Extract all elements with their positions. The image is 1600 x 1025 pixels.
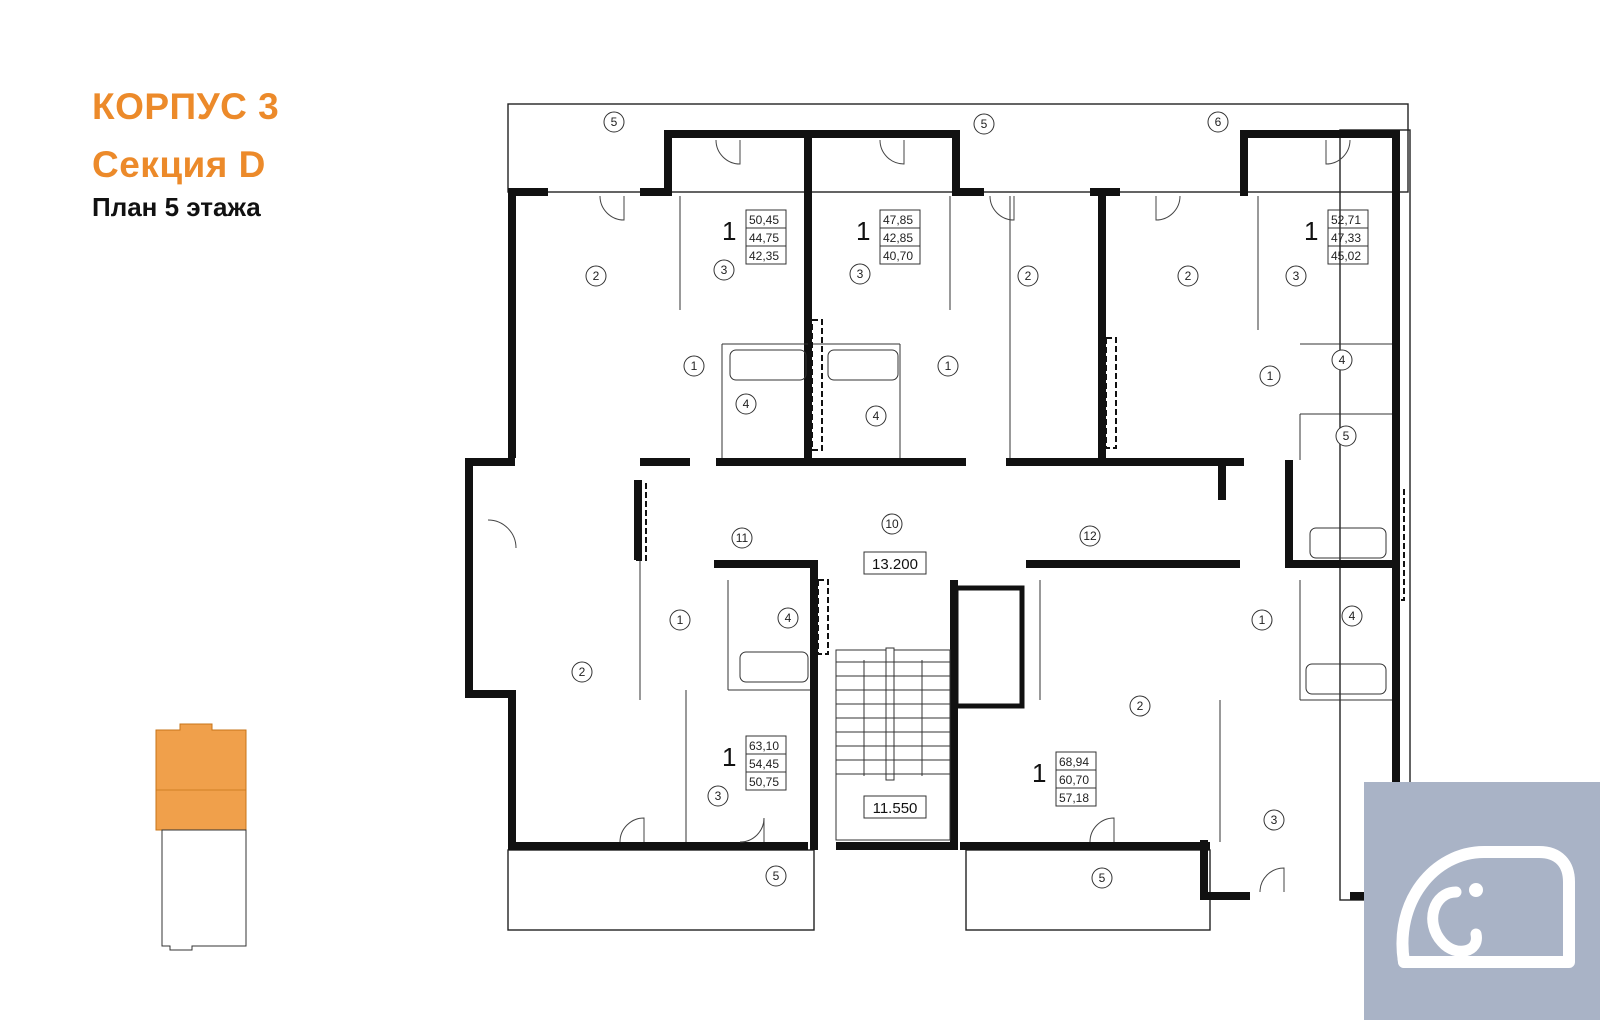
apartment-rooms: 1: [856, 216, 870, 246]
room-number: 1: [691, 359, 698, 373]
living-area: 47,33: [1331, 231, 1361, 245]
room-number: 2: [1185, 269, 1192, 283]
apartment-label-3: 1 52,71 47,33 45,02: [1304, 209, 1369, 265]
room-number: 4: [743, 397, 750, 411]
balcony-number: 5: [611, 115, 618, 129]
key-plan-section-d: [155, 723, 247, 831]
balcony-labels: 5 5 6 5 5: [603, 111, 1229, 889]
room-number: 1: [677, 613, 684, 627]
staircase: [835, 647, 951, 841]
key-plan: [155, 723, 247, 951]
room-number: 4: [1339, 353, 1346, 367]
room-number: 10: [885, 517, 899, 531]
apartment-rooms: 1: [722, 742, 736, 772]
room-number: 2: [579, 665, 586, 679]
apartment-label-5: 1 68,94 60,70 57,18: [1032, 751, 1097, 807]
total-area: 68,94: [1059, 755, 1089, 769]
room-number: 2: [1025, 269, 1032, 283]
elephant-logo: [1364, 782, 1600, 1020]
balcony-number: 5: [981, 117, 988, 131]
room-number: 3: [1271, 813, 1278, 827]
room-number: 1: [1259, 613, 1266, 627]
elevation-box-upper: [863, 551, 927, 575]
elevation-box-lower: [863, 795, 927, 819]
reduced-area: 42,35: [749, 249, 779, 263]
partitions: [639, 196, 1392, 842]
apartment-label-2: 1 47,85 42,85 40,70: [856, 209, 921, 265]
living-area: 60,70: [1059, 773, 1089, 787]
room-number: 3: [721, 263, 728, 277]
balcony-bottom-right: [965, 849, 1211, 931]
section-title: Секция D: [92, 144, 266, 185]
living-area: 42,85: [883, 231, 913, 245]
balcony-bottom-left: [507, 849, 815, 931]
elevator-shaft: [953, 585, 1025, 709]
vent-shafts: [635, 319, 1405, 655]
room-number: 4: [785, 611, 792, 625]
total-area: 52,71: [1331, 213, 1361, 227]
living-area: 54,45: [749, 757, 779, 771]
reduced-area: 50,75: [749, 775, 779, 789]
room-number: 2: [1137, 699, 1144, 713]
exterior-walls: [465, 130, 1400, 900]
key-plan-other-sections: [161, 829, 247, 951]
room-number: 2: [593, 269, 600, 283]
room-number: 1: [1267, 369, 1274, 383]
room-number: 5: [1343, 429, 1350, 443]
balcony-number: 5: [1099, 871, 1106, 885]
room-number: 3: [715, 789, 722, 803]
room-number: 4: [873, 409, 880, 423]
room-number: 3: [857, 267, 864, 281]
apartment-rooms: 1: [1032, 758, 1046, 788]
apartment-rooms: 1: [1304, 216, 1318, 246]
apartment-label-1: 1 50,45 44,75 42,35: [722, 209, 787, 265]
floor-plan-title: План 5 этажа: [92, 192, 261, 222]
room-number: 4: [1349, 609, 1356, 623]
reduced-area: 45,02: [1331, 249, 1361, 263]
room-number: 11: [736, 531, 749, 545]
doors: [487, 139, 1351, 893]
elevation-lower: 11.550: [873, 800, 918, 817]
total-area: 50,45: [749, 213, 779, 227]
elevation-upper: 13.200: [872, 556, 918, 573]
balcony-number: 6: [1215, 115, 1222, 129]
room-number: 1: [945, 359, 952, 373]
apartment-rooms: 1: [722, 216, 736, 246]
apartment-label-4: 1 63,10 54,45 50,75: [722, 735, 787, 791]
balcony-number: 5: [773, 869, 780, 883]
building-title: КОРПУС 3: [92, 86, 280, 127]
bathtubs: [729, 349, 1387, 695]
room-labels: 2 3 1 4 3 4 1 2 2 3 1 4 5 2 1 4 3 2 1 4 …: [571, 259, 1363, 831]
reduced-area: 40,70: [883, 249, 913, 263]
reduced-area: 57,18: [1059, 791, 1089, 805]
total-area: 47,85: [883, 213, 913, 227]
room-number: 3: [1293, 269, 1300, 283]
total-area: 63,10: [749, 739, 779, 753]
living-area: 44,75: [749, 231, 779, 245]
room-number: 12: [1083, 529, 1097, 543]
interior-walls: [634, 130, 1395, 850]
